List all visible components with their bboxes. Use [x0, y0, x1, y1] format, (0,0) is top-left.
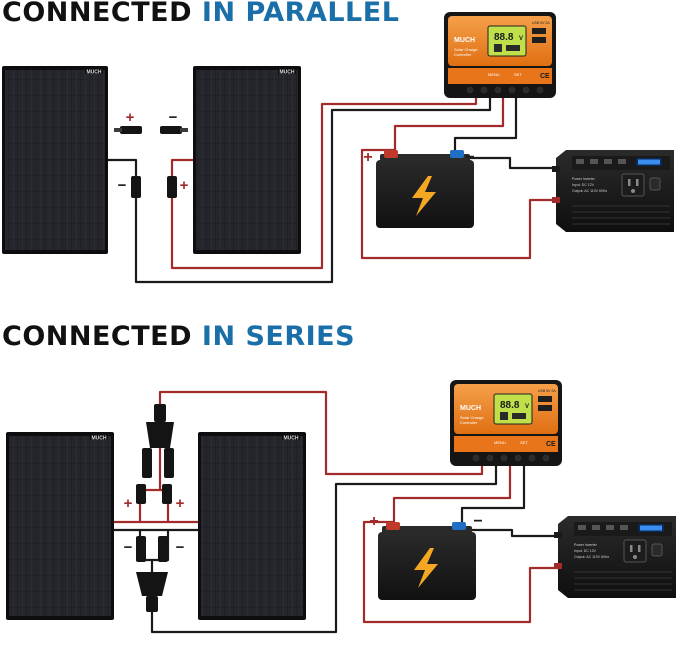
lcd-unit: V: [525, 404, 529, 410]
plus-sign: +: [180, 177, 189, 194]
battery-parallel: [376, 150, 474, 228]
plus-sign: +: [126, 109, 135, 126]
set-button-label: SET: [520, 440, 528, 445]
minus-sign: −: [169, 109, 178, 126]
inverter-info-1: Power Inverter: [574, 543, 598, 547]
plus-sign: +: [124, 495, 133, 512]
solar-panel-series-right: MUCH: [198, 432, 306, 620]
controller-subtitle-2: Controller: [460, 420, 478, 425]
controller-terminals-icon: [466, 86, 544, 94]
inverter-info-2: Input: DC 12V: [572, 183, 595, 187]
lightning-bolt-icon: [414, 548, 438, 588]
plus-sign: +: [176, 495, 185, 512]
y-branch-connector-bottom-icon: [136, 536, 168, 612]
inverter-info-3: Output: AC 110V 60Hz: [572, 189, 607, 193]
usb-port-icon: [532, 37, 546, 43]
battery-positive-terminal: [384, 150, 398, 158]
set-button-label: SET: [514, 72, 522, 77]
battery-negative-terminal: [450, 150, 464, 158]
y-branch-connector-top-icon: [142, 404, 174, 478]
charge-controller-series: MUCH Solar Charge Controller 88.8 V USB …: [450, 380, 562, 466]
battery-negative-terminal: [452, 522, 466, 530]
usb-port-icon: [538, 396, 552, 402]
series-heading-part2: IN SERIES: [201, 321, 356, 352]
panel-brand-label: MUCH: [92, 436, 107, 442]
power-switch-icon: [651, 543, 663, 557]
minus-sign: −: [118, 177, 127, 194]
panel-brand-label: MUCH: [284, 436, 299, 442]
mc4-connectors-parallel-icon: [131, 176, 177, 198]
minus-sign: −: [465, 149, 474, 166]
series-heading-part1: CONNECTED: [2, 321, 192, 352]
panel-brand-label: MUCH: [87, 70, 102, 76]
minus-sign: −: [473, 513, 482, 530]
power-inverter-series: Power Inverter Input: DC 12V Output: AC …: [554, 516, 676, 598]
usb-port-icon: [532, 28, 546, 34]
menu-button-label: MENU: [494, 440, 506, 445]
usb-label: USB 5V 2A: [532, 21, 550, 25]
lcd-reading: 88.8: [500, 400, 520, 411]
parallel-wires: [106, 92, 558, 284]
battery-positive-terminal: [386, 522, 400, 530]
controller-subtitle-2: Controller: [454, 52, 472, 57]
mc4-connectors-series-icon: [136, 484, 172, 504]
ce-mark: CE: [540, 73, 550, 80]
lightning-bolt-icon: [412, 176, 436, 216]
plus-sign: +: [363, 149, 372, 166]
solar-panel-series-left: MUCH: [6, 432, 114, 620]
menu-button-label: MENU: [488, 72, 500, 77]
ce-mark: CE: [546, 441, 556, 448]
lcd-unit: V: [519, 36, 523, 42]
battery-series: [378, 522, 476, 600]
power-switch-icon: [649, 177, 661, 191]
charge-controller-parallel: MUCH Solar Charge Controller 88.8 V USB …: [444, 12, 556, 98]
lcd-reading: 88.8: [494, 32, 514, 43]
inverter-info-1: Power Inverter: [572, 177, 596, 181]
power-inverter-parallel: Power Inverter Input: DC 12V Output: AC …: [552, 150, 674, 232]
mc4-connector-pair-icon: [114, 126, 188, 134]
series-wires: [112, 390, 560, 634]
panel-brand-label: MUCH: [280, 70, 295, 76]
controller-subtitle-1: Solar Charge: [454, 47, 478, 52]
minus-sign: −: [124, 539, 133, 556]
parallel-heading-part1: CONNECTED: [2, 0, 192, 28]
minus-sign: −: [176, 539, 185, 556]
controller-brand: MUCH: [460, 405, 481, 412]
parallel-heading: CONNECTED IN PARALLEL: [2, 0, 399, 28]
usb-label: USB 5V 2A: [538, 389, 556, 393]
solar-panel-parallel-left: MUCH: [2, 66, 108, 254]
controller-terminals-icon: [472, 454, 550, 462]
inverter-info-3: Output: AC 110V 60Hz: [574, 555, 609, 559]
inverter-info-2: Input: DC 12V: [574, 549, 597, 553]
controller-subtitle-1: Solar Charge: [460, 415, 484, 420]
plus-sign: +: [369, 513, 378, 530]
controller-brand: MUCH: [454, 37, 475, 44]
usb-port-icon: [538, 405, 552, 411]
parallel-heading-part2: IN PARALLEL: [201, 0, 400, 28]
series-heading: CONNECTED IN SERIES: [2, 321, 355, 352]
solar-panel-parallel-right: MUCH: [193, 66, 301, 254]
